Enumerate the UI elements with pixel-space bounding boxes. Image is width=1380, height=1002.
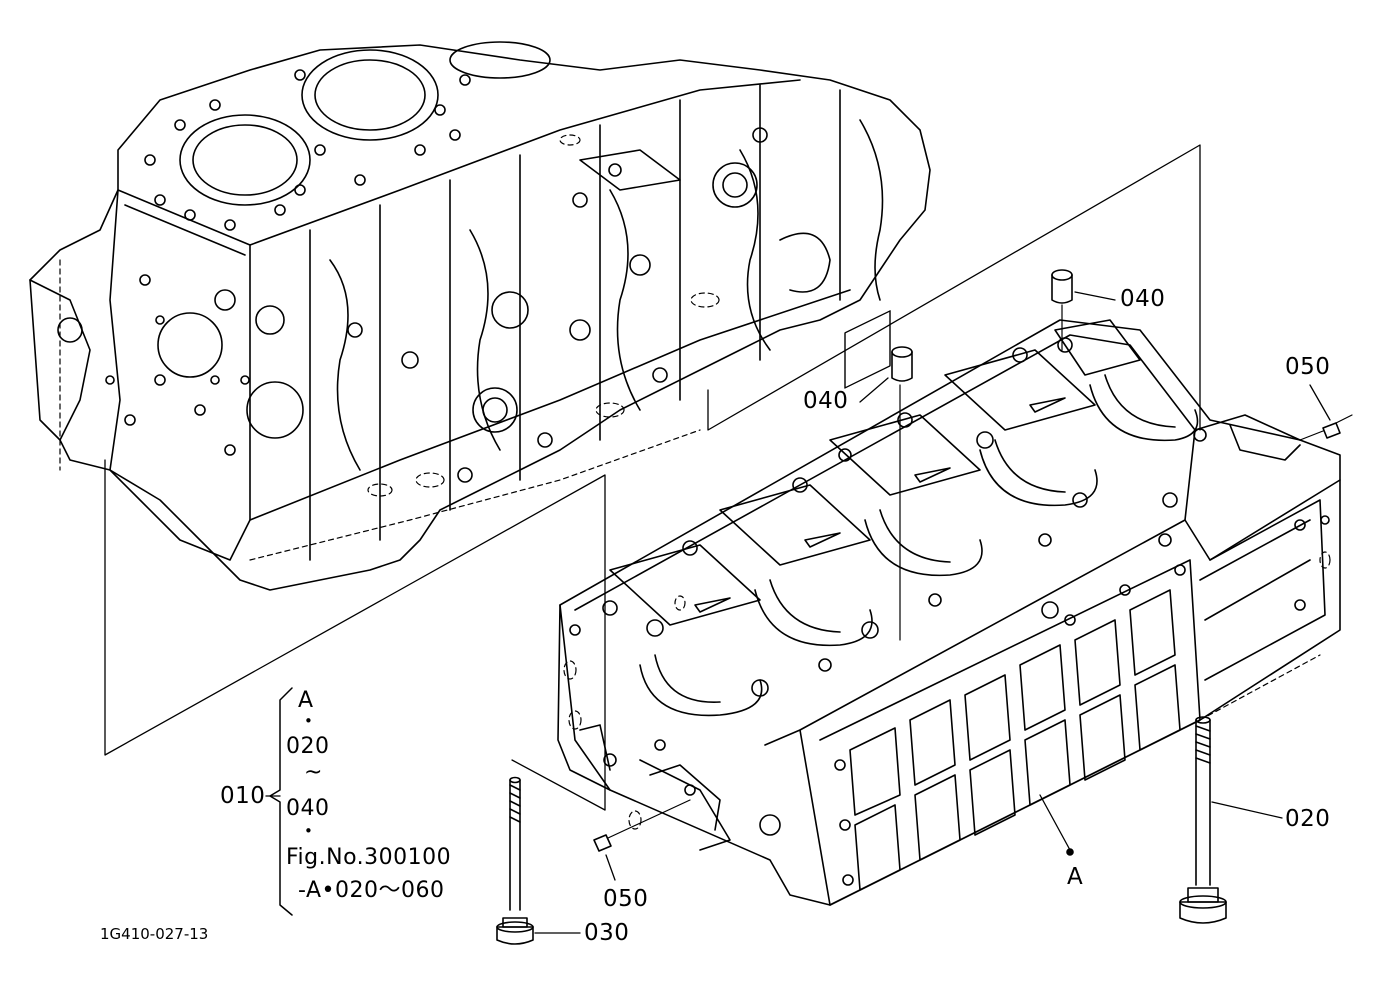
bracket-line-040: 040	[286, 796, 330, 821]
callout-030: 030	[584, 920, 630, 946]
callout-050-bottom: 050	[603, 886, 649, 912]
bracket-fig-ref: Fig.No.300100	[286, 845, 452, 870]
lower-crankcase	[557, 304, 1341, 906]
pin-right	[1299, 414, 1353, 441]
bracket-010	[269, 687, 293, 916]
reference-lines	[104, 144, 1201, 811]
callout-020: 020	[1285, 806, 1331, 832]
upper-crankcase	[29, 41, 931, 591]
bracket-tilde: ~	[304, 760, 323, 785]
callout-010: 010	[220, 783, 266, 809]
bracket-dot-2: •	[304, 822, 313, 840]
bracket-line-020: 020	[286, 734, 330, 759]
mark-a-dot	[1066, 848, 1074, 856]
dowel-pin-top	[1051, 269, 1073, 304]
callout-040-top: 040	[1120, 286, 1166, 312]
bracket-dot-1: •	[304, 712, 313, 730]
callout-mark-a: A	[1067, 864, 1084, 890]
bracket-line-a: A	[298, 688, 314, 713]
pin-bottom	[593, 799, 691, 852]
bolt-030	[496, 776, 534, 945]
callout-050-right: 050	[1285, 354, 1331, 380]
bolt-020	[1179, 716, 1227, 924]
drawing-code: 1G410-027-13	[100, 925, 209, 943]
callout-040-mid: 040	[803, 388, 849, 414]
bracket-range: -A•020～060	[298, 878, 445, 903]
leader-lines	[265, 291, 1331, 934]
dowel-pin-mid	[891, 346, 913, 382]
